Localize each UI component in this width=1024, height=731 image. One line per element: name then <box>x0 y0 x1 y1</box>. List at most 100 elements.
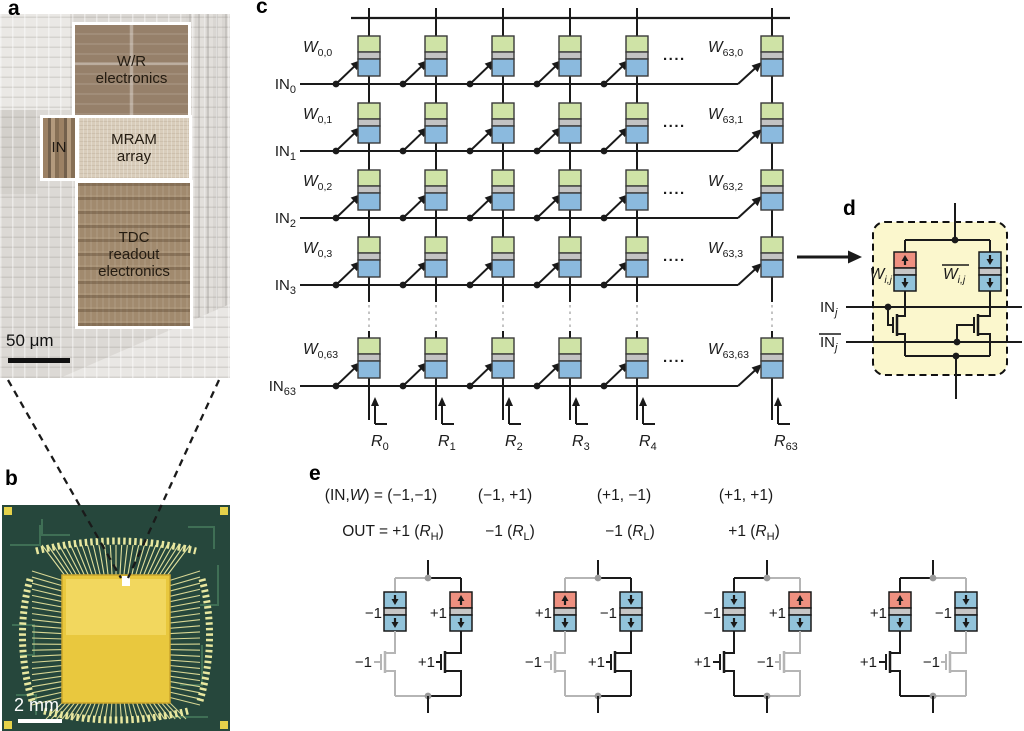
cell-bottom-layer <box>760 192 784 211</box>
mtj-wbar <box>978 251 1002 292</box>
cell-top-layer <box>760 102 784 120</box>
wire <box>956 324 974 342</box>
bond-wire <box>31 664 65 670</box>
die-gold-highlight <box>66 579 166 635</box>
cell-mid-layer <box>760 51 784 60</box>
nmos-transistor <box>779 631 801 696</box>
node-dot <box>594 574 602 582</box>
weight-cell <box>424 236 448 278</box>
access-switch-arrow <box>402 265 423 286</box>
input-row-label: IN63 <box>269 378 296 398</box>
nmos-transistor <box>440 631 462 696</box>
mtj-barrier <box>893 267 917 276</box>
region-in-label: IN <box>51 139 67 157</box>
cell-bottom-layer <box>625 360 649 379</box>
bond-wire <box>98 544 106 578</box>
source-wire <box>890 670 901 696</box>
corner-pad <box>4 507 12 515</box>
cell-bottom-layer <box>491 360 515 379</box>
cell-mid-layer <box>760 118 784 127</box>
cell-bottom-layer <box>491 192 515 211</box>
access-switch-arrow <box>469 265 490 286</box>
mtj-barrier <box>722 607 746 616</box>
wire <box>200 565 219 606</box>
bond-wire <box>167 659 201 663</box>
bond-wire <box>109 544 113 578</box>
gate-value-right: −1 <box>923 654 940 671</box>
cell-bottom-layer <box>357 192 381 211</box>
node-dot <box>763 574 771 582</box>
bond-wire <box>92 544 102 578</box>
drain-wire <box>385 631 396 654</box>
region-wr-label: W/R electronics <box>95 52 168 87</box>
node-dot <box>424 574 432 582</box>
cell-top-layer <box>760 169 784 187</box>
nmos-transistor <box>550 631 566 696</box>
cell-mid-layer <box>491 118 515 127</box>
case-circuit: −1+1+1−1 <box>694 560 812 713</box>
cell-mid-layer <box>357 118 381 127</box>
label-wbar: Wi,j <box>943 266 966 286</box>
cell-bottom-layer <box>558 360 582 379</box>
bond-wire-fans <box>31 544 201 720</box>
access-switch-arrow <box>402 198 423 219</box>
mtj-right <box>954 591 978 632</box>
cell-bottom-layer <box>424 58 448 77</box>
label-w: Wi,j <box>870 266 893 286</box>
access-switch-arrow <box>737 368 757 387</box>
arrowhead <box>896 622 904 628</box>
cell-bottom-layer <box>558 58 582 77</box>
zoom-connector-lines <box>7 379 221 579</box>
arrowhead <box>848 250 862 264</box>
mtj-barrier <box>788 607 812 616</box>
readout-label: R3 <box>572 433 590 453</box>
mtj-value-right: +1 <box>769 605 786 622</box>
bond-wire <box>161 544 185 578</box>
cell-mid-layer <box>625 118 649 127</box>
bond-wire <box>31 637 65 640</box>
arrowhead <box>962 599 970 605</box>
readout-label: R4 <box>639 433 657 453</box>
readout-label: R1 <box>438 433 456 453</box>
cell-mid-layer <box>424 118 448 127</box>
readout-label: R63 <box>774 433 798 453</box>
cell-top-layer <box>558 102 582 120</box>
cell-mid-layer <box>424 353 448 362</box>
panel-b-chip-photo: 2 mm <box>2 505 230 731</box>
bitcell-box <box>872 221 1008 376</box>
drain-wire <box>724 631 735 654</box>
case-header-input: (IN,W) = (−1,−1) <box>325 487 437 504</box>
weight-cell <box>625 337 649 379</box>
scale-bar-label-a: 50 μm <box>6 331 54 350</box>
cell-bottom-layer <box>558 259 582 278</box>
bond-wire <box>167 582 201 593</box>
bond-wire <box>167 648 201 651</box>
cell-mid-layer <box>760 353 784 362</box>
access-switch-arrow <box>469 131 490 152</box>
stitch-arc <box>19 578 36 702</box>
bond-wire <box>167 670 201 676</box>
case-header: (−1, +1)−1 (RL) <box>478 487 535 543</box>
drain-wire <box>890 631 901 654</box>
bond-wire <box>167 570 201 582</box>
cell-bottom-layer <box>760 259 784 278</box>
cell-top-layer <box>424 236 448 254</box>
bond-wire <box>167 680 201 688</box>
cell-bottom-layer <box>424 125 448 144</box>
weight-cell <box>424 169 448 211</box>
region-wr-electronics: W/R electronics <box>72 22 191 118</box>
corner-pad <box>220 507 228 515</box>
drain-wire <box>445 631 462 654</box>
cell-mid-layer <box>558 353 582 362</box>
cell-mid-layer <box>491 353 515 362</box>
weight-label-left: W0,3 <box>303 240 332 260</box>
bond-wire <box>167 607 201 614</box>
cell-bottom-layer <box>625 192 649 211</box>
cell-top-layer <box>625 102 649 120</box>
label-inj: INj <box>820 299 838 319</box>
case-circuit: −1+1−1+1 <box>355 560 473 713</box>
